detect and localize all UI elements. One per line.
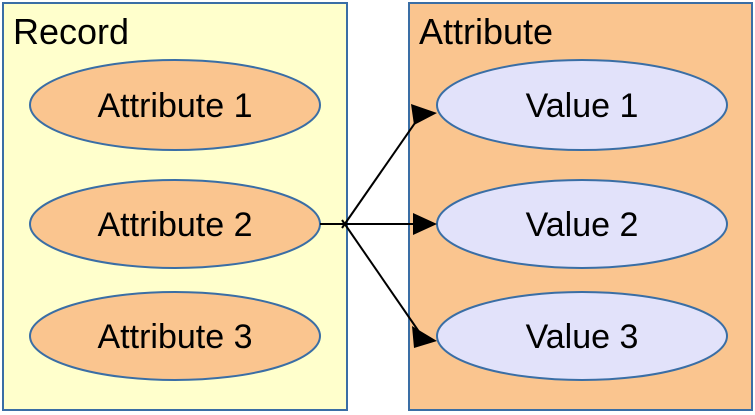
panel-attribute-title: Attribute: [419, 11, 553, 52]
node-attribute-1-label: Attribute 1: [98, 87, 253, 125]
node-value-3-shape: [436, 291, 728, 381]
edge-attribute2-value3-line: [341, 219, 425, 340]
node-value-2[interactable]: Value 2: [436, 179, 728, 269]
panel-record[interactable]: Record Attribute 1 Attribute 2 Attribute…: [2, 2, 348, 411]
edge-attribute2-value2[interactable]: [342, 213, 437, 235]
node-attribute-3-label: Attribute 3: [98, 318, 253, 356]
connector-group: [320, 104, 437, 348]
edge-attribute2-value3-arrowhead-icon: [412, 326, 437, 348]
node-attribute-3-shape: [29, 291, 321, 381]
node-attribute-2[interactable]: Attribute 2: [29, 179, 321, 269]
node-value-3-label: Value 3: [526, 318, 639, 356]
node-attribute-1[interactable]: Attribute 1: [29, 59, 321, 151]
panel-record-title: Record: [13, 11, 129, 52]
edge-attribute2-value1-arrowhead-icon: [411, 104, 437, 125]
edge-attribute2-value1[interactable]: [341, 104, 437, 229]
node-attribute-1-shape: [29, 59, 321, 151]
node-attribute-3[interactable]: Attribute 3: [29, 291, 321, 381]
node-value-1-shape: [436, 59, 728, 151]
node-value-3[interactable]: Value 3: [436, 291, 728, 381]
edge-attribute2-value3[interactable]: [341, 219, 437, 348]
panel-attribute[interactable]: Attribute Value 1 Value 2 Value 3: [408, 2, 753, 411]
edge-attribute2-value1-line: [341, 109, 425, 229]
node-attribute-2-label: Attribute 2: [98, 206, 253, 244]
node-value-2-label: Value 2: [526, 206, 639, 244]
edge-attribute2-value2-arrowhead-icon: [413, 213, 437, 235]
node-value-1-label: Value 1: [526, 87, 639, 125]
node-value-1[interactable]: Value 1: [436, 59, 728, 151]
